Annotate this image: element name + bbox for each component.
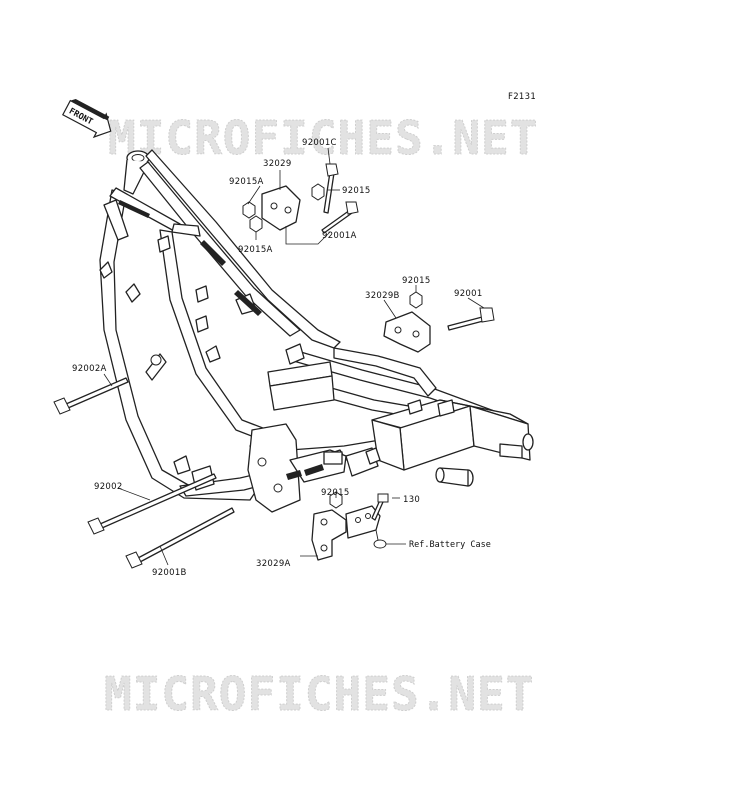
part-label-92015-bottom: 92015 [321, 488, 350, 498]
part-label-92001c: 92001C [302, 138, 337, 148]
motorcycle-frame [99, 149, 534, 513]
bolt-92001a-icon [321, 201, 359, 234]
bolt-92001c-icon [323, 163, 339, 214]
screw-130-icon [371, 493, 389, 521]
part-label-92015-top: 92015 [342, 186, 371, 196]
nut-icon [249, 215, 263, 233]
part-label-92001a: 92001A [322, 231, 357, 241]
part-label-92015-mid: 92015 [402, 276, 431, 286]
battery-case-bracket-group [311, 491, 389, 561]
part-label-92002a: 92002A [72, 364, 107, 374]
reference-note: Ref.Battery Case [409, 540, 491, 550]
bolt-92002a-icon [53, 377, 129, 415]
part-label-32029a: 32029A [256, 559, 291, 569]
bolt-92001b-icon [125, 507, 235, 569]
bolt-92002-icon [87, 473, 217, 535]
part-label-92001b: 92001B [152, 568, 187, 578]
part-label-32029b: 32029B [365, 291, 400, 301]
nut-icon [409, 291, 423, 309]
part-label-32029: 32029 [263, 159, 292, 169]
leader-lines [103, 147, 485, 566]
nut-icon [242, 201, 256, 219]
rear-engine-bracket-group [383, 291, 495, 353]
part-label-92002: 92002 [94, 482, 123, 492]
part-label-92015a-low: 92015A [238, 245, 273, 255]
upper-engine-bracket-group [242, 163, 359, 234]
part-label-92015a-top: 92015A [229, 177, 264, 187]
nut-icon [311, 183, 325, 201]
figure-code: F2131 [508, 92, 536, 102]
bolt-92001-icon [447, 307, 495, 331]
watermark-top: MICROFICHES.NET [108, 111, 538, 165]
part-label-130: 130 [403, 495, 420, 505]
watermark-bottom: MICROFICHES.NET [104, 667, 534, 721]
part-label-92001: 92001 [454, 289, 483, 299]
